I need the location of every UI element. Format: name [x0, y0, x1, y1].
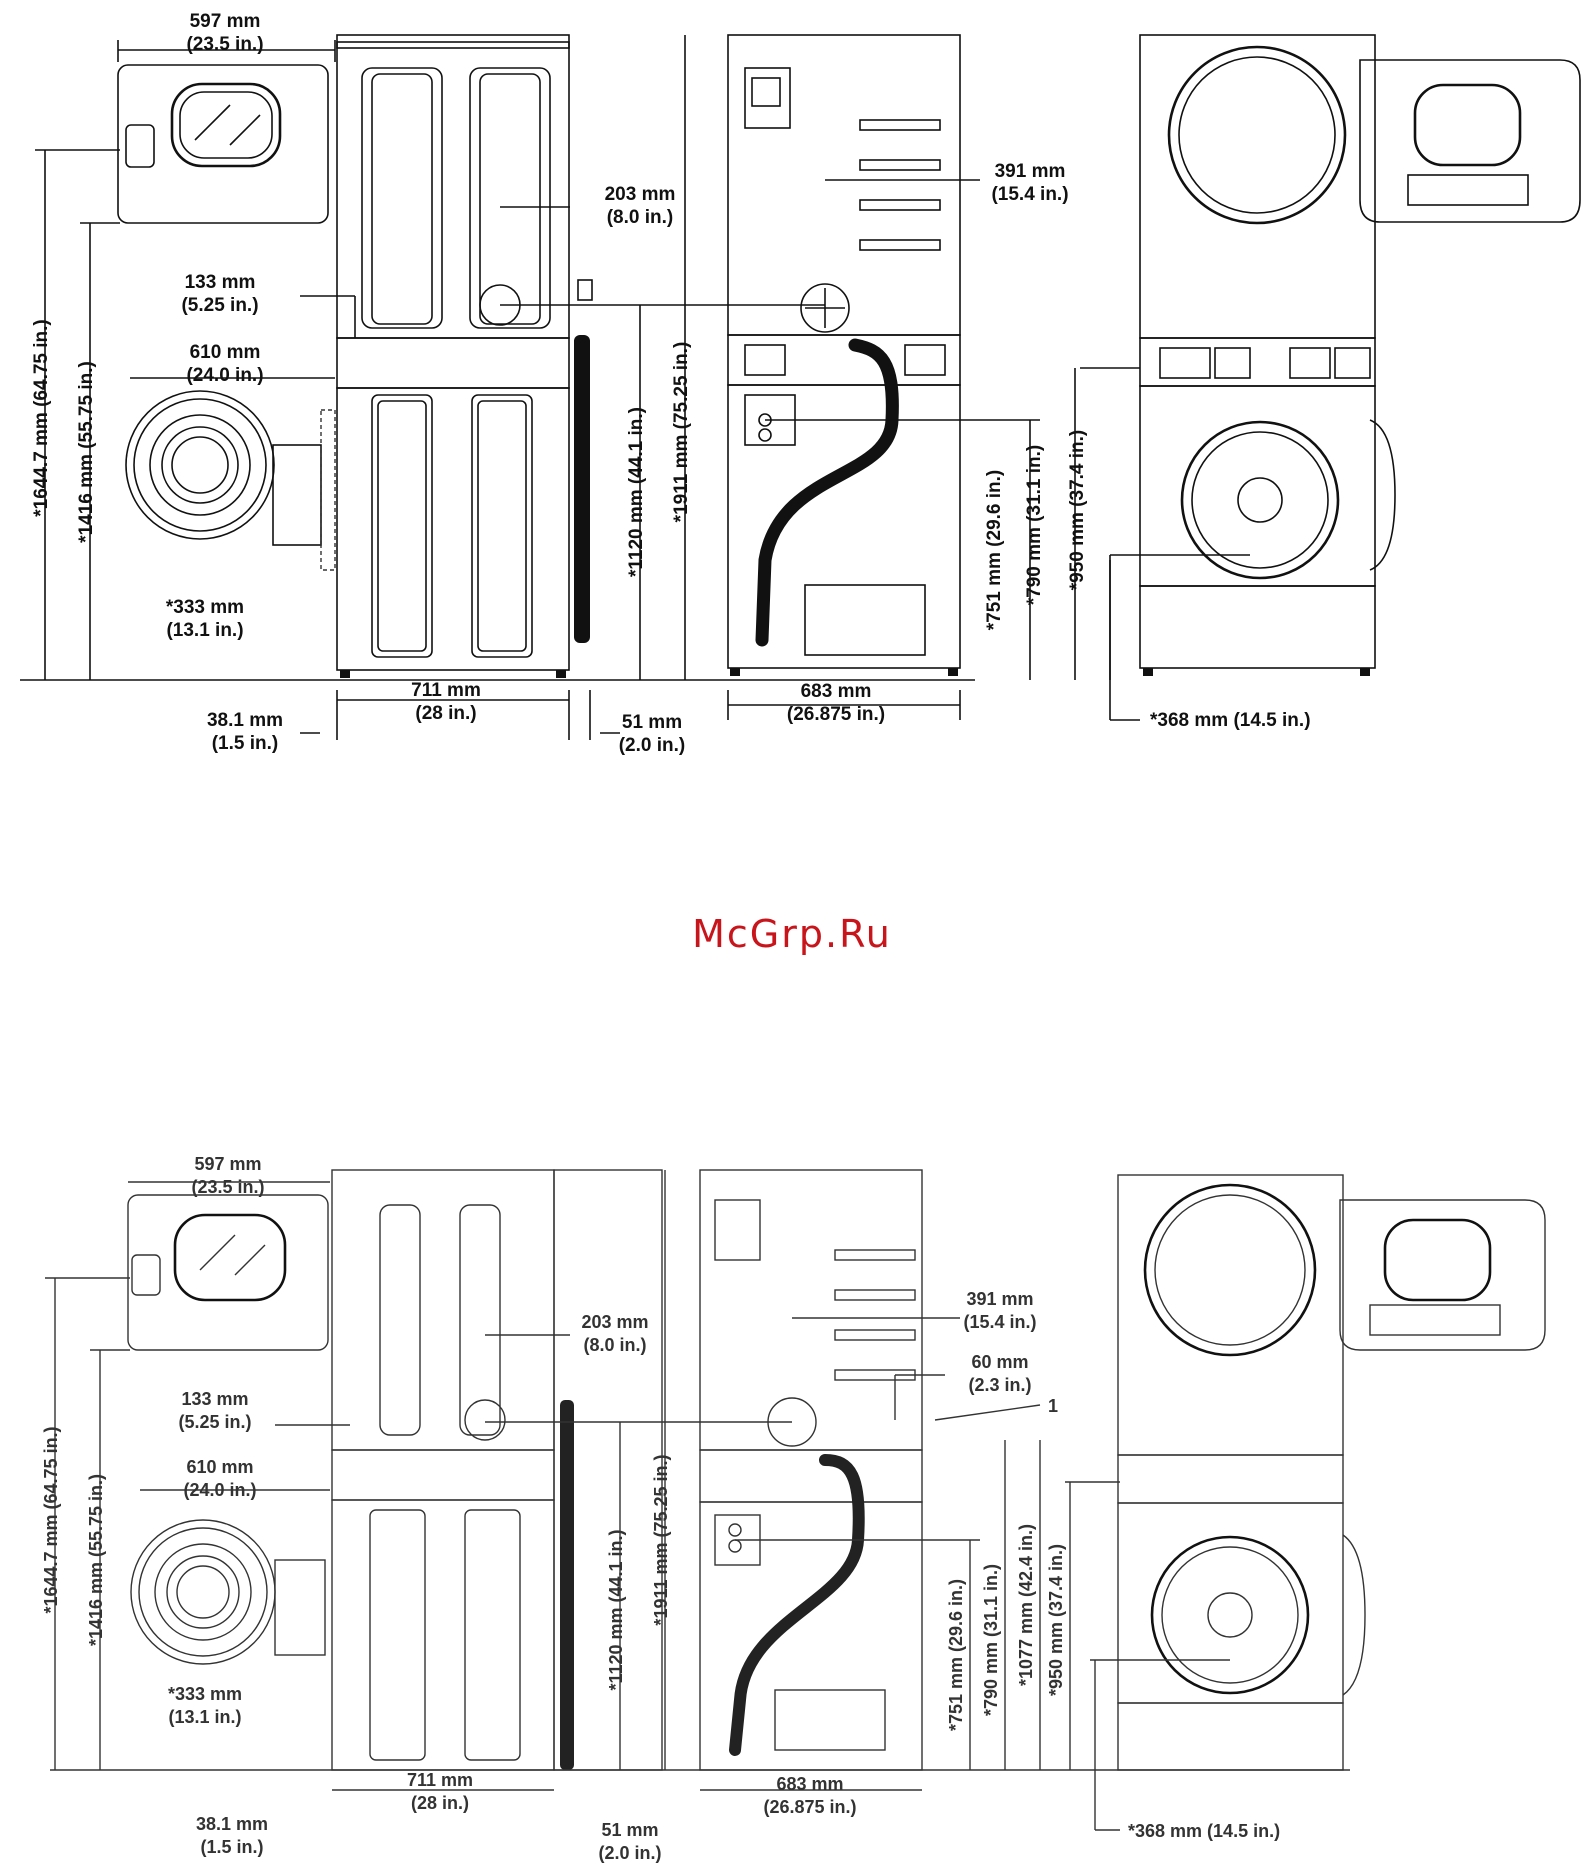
label-381-mm: 38.1 mm — [207, 710, 283, 731]
label-v-1911: *1911 mm (75.25 in.) — [671, 342, 692, 523]
label-b-v-790: *790 mm (31.1 in.) — [981, 1564, 1001, 1716]
label-v-1120: *1120 mm (44.1 in.) — [626, 407, 647, 577]
label-b-v-1120: *1120 mm (44.1 in.) — [606, 1529, 626, 1690]
label-b-333-mm: *333 mm — [168, 1684, 242, 1704]
label-391-mm: 391 mm — [995, 161, 1066, 182]
label-b-51-in: (2.0 in.) — [598, 1843, 661, 1863]
label-333-mm: *333 mm — [166, 597, 244, 618]
top-washer-top-view — [125, 390, 336, 571]
label-b-133-in: (5.25 in.) — [178, 1412, 251, 1432]
label-51-in: (2.0 in.) — [619, 735, 686, 756]
label-683-in: (26.875 in.) — [787, 704, 885, 725]
top-front-view — [1139, 34, 1581, 676]
label-b-381-in: (1.5 in.) — [200, 1837, 263, 1857]
bottom-rear-view — [699, 1169, 923, 1771]
label-b-391-mm: 391 mm — [966, 1289, 1033, 1309]
label-b-60-mm: 60 mm — [971, 1352, 1028, 1372]
label-b-683-mm: 683 mm — [776, 1774, 843, 1794]
label-133-mm: 133 mm — [185, 272, 256, 293]
label-b-391-in: (15.4 in.) — [963, 1312, 1036, 1332]
label-683-mm: 683 mm — [801, 681, 872, 702]
label-133-in: (5.25 in.) — [181, 295, 258, 316]
label-b-203-mm: 203 mm — [581, 1312, 648, 1332]
label-b-v-1911: *1911 mm (75.25 in.) — [651, 1454, 671, 1625]
label-b-203-in: (8.0 in.) — [583, 1335, 646, 1355]
bottom-labels: 597 mm (23.5 in.) 203 mm (8.0 in.) 133 m… — [41, 1154, 1280, 1863]
bottom-front-view — [1117, 1174, 1546, 1771]
label-b-368: *368 mm (14.5 in.) — [1128, 1821, 1280, 1841]
top-rear-view — [727, 34, 961, 676]
label-v-790: *790 mm (31.1 in.) — [1024, 445, 1045, 606]
label-b-v-751: *751 mm (29.6 in.) — [946, 1579, 966, 1731]
label-b-v-1416: *1416 mm (55.75 in.) — [86, 1474, 106, 1646]
label-b-callout-1: 1 — [1048, 1396, 1058, 1416]
label-610-in: (24.0 in.) — [186, 365, 263, 386]
label-368: *368 mm (14.5 in.) — [1150, 710, 1311, 731]
label-51-mm: 51 mm — [622, 712, 682, 733]
top-side-view — [336, 34, 593, 678]
label-711-in: (28 in.) — [415, 703, 476, 724]
label-597-in: (23.5 in.) — [186, 34, 263, 55]
bottom-dimension-lines — [45, 1170, 1350, 1831]
bottom-washer-top-view — [130, 1519, 326, 1665]
label-v-751: *751 mm (29.6 in.) — [984, 470, 1005, 631]
top-dryer-top-view — [117, 64, 329, 224]
label-b-597-mm: 597 mm — [194, 1154, 261, 1174]
label-b-381-mm: 38.1 mm — [196, 1814, 268, 1834]
label-203-in: (8.0 in.) — [607, 207, 674, 228]
label-333-in: (13.1 in.) — [166, 620, 243, 641]
label-b-51-mm: 51 mm — [601, 1820, 658, 1840]
label-b-v-1644: *1644.7 mm (64.75 in.) — [41, 1426, 61, 1613]
label-b-711-in: (28 in.) — [411, 1793, 469, 1813]
label-391-in: (15.4 in.) — [991, 184, 1068, 205]
label-b-v-950: *950 mm (37.4 in.) — [1046, 1544, 1066, 1696]
label-b-610-in: (24.0 in.) — [183, 1480, 256, 1500]
label-b-60-in: (2.3 in.) — [968, 1375, 1031, 1395]
label-b-v-1077: *1077 mm (42.4 in.) — [1016, 1524, 1036, 1686]
watermark-text: McGrp.Ru — [692, 912, 892, 956]
label-381-in: (1.5 in.) — [212, 733, 279, 754]
label-v-950: *950 mm (37.4 in.) — [1067, 430, 1088, 591]
bottom-diagram: 597 mm (23.5 in.) 203 mm (8.0 in.) 133 m… — [41, 1154, 1546, 1863]
label-610-mm: 610 mm — [190, 342, 261, 363]
top-diagram: 597 mm (23.5 in.) 203 mm (8.0 in.) 133 m… — [20, 11, 1581, 756]
label-711-mm: 711 mm — [411, 680, 481, 701]
label-b-683-in: (26.875 in.) — [763, 1797, 856, 1817]
label-v-1644: *1644.7 mm (64.75 in.) — [31, 319, 52, 517]
top-dimension-lines — [20, 35, 1250, 740]
bottom-dryer-top-view — [127, 1194, 329, 1351]
label-203-mm: 203 mm — [605, 184, 676, 205]
top-labels: 597 mm (23.5 in.) 203 mm (8.0 in.) 133 m… — [31, 11, 1311, 756]
label-b-333-in: (13.1 in.) — [168, 1707, 241, 1727]
label-v-1416: *1416 mm (55.75 in.) — [76, 361, 97, 543]
label-b-711-mm: 711 mm — [407, 1770, 473, 1790]
label-b-610-mm: 610 mm — [186, 1457, 253, 1477]
label-b-133-mm: 133 mm — [181, 1389, 248, 1409]
label-597-mm: 597 mm — [190, 11, 261, 32]
label-b-597-in: (23.5 in.) — [191, 1177, 264, 1197]
